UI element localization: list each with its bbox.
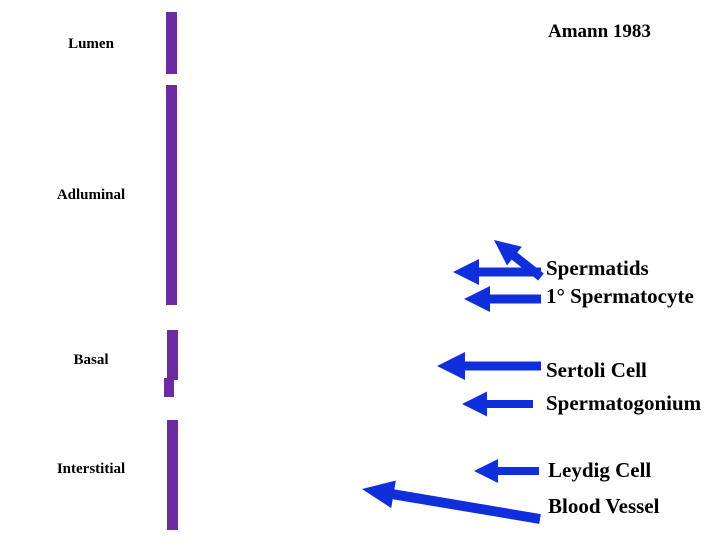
zone-label-basal: Basal [73,352,109,368]
interstitial-segment [167,420,178,530]
zone-label-interstitial: Interstitial [56,461,126,477]
citation-title: Amann 1983 [548,21,651,42]
arrow-to-blood-vessel [362,480,541,524]
adluminal-segment [166,85,177,305]
arrow-to-spermatogonium [462,391,533,417]
cell-label-primary-spermatocyte: 1° Spermatocyte [546,284,694,308]
arrow-to-leydig-cell [474,459,539,483]
arrow-to-primary-spermatocyte [464,286,541,312]
arrow-to-sertoli-cell [437,352,541,380]
cell-label-sertoli-cell: Sertoli Cell [546,358,647,382]
basal-segment-upper [167,330,178,380]
cell-label-spermatids: Spermatids [546,256,649,280]
lumen-segment [166,12,177,74]
zone-label-lumen: Lumen [68,36,114,52]
arrow-to-spermatids [453,259,541,285]
cell-label-blood-vessel: Blood Vessel [548,494,660,518]
basal-segment-lower [164,378,174,397]
cell-label-leydig-cell: Leydig Cell [548,458,652,482]
cell-label-spermatogonium: Spermatogonium [546,391,702,415]
zone-label-adluminal: Adluminal [56,187,126,203]
